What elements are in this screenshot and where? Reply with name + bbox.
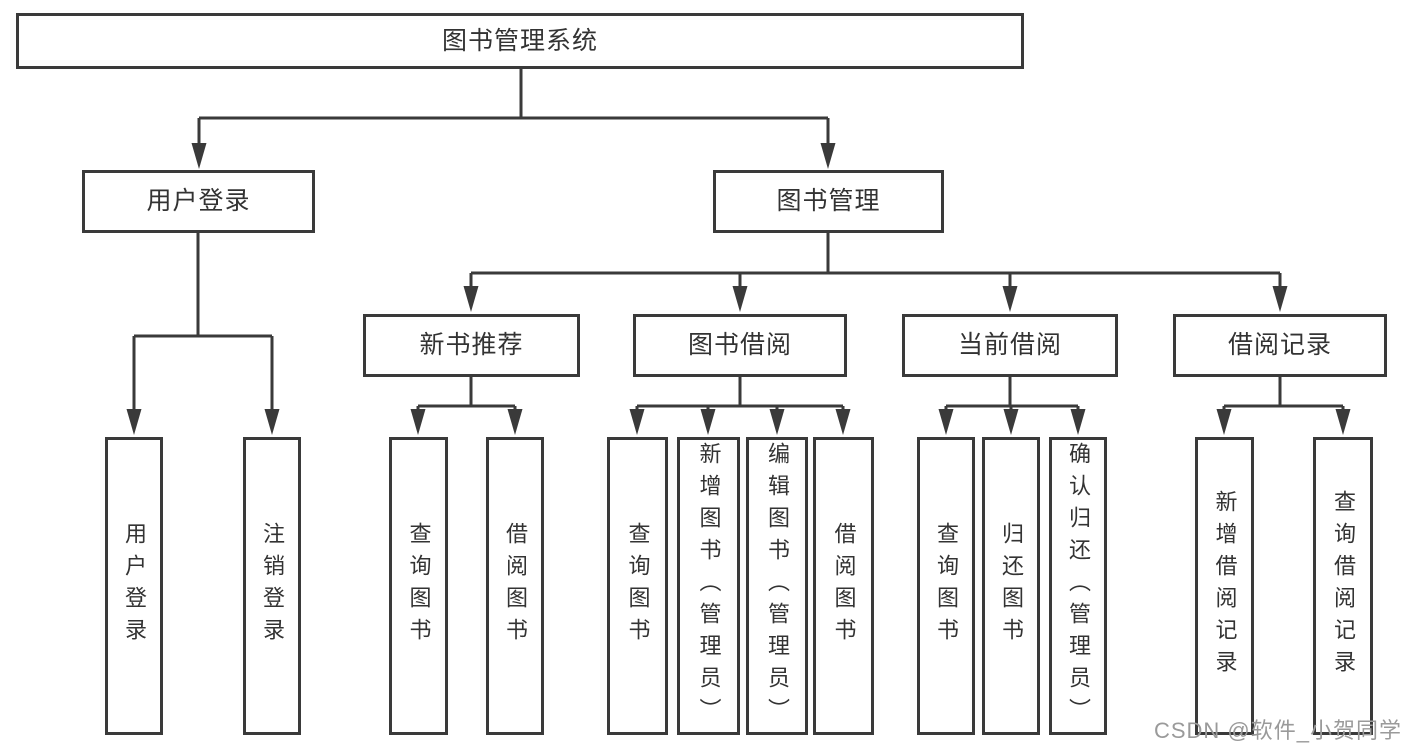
leaf-query-borrow-record: 查询借阅记录 [1313, 437, 1373, 735]
node-current-borrowing: 当前借阅 [902, 314, 1118, 377]
node-label: 编辑图书（管理员） [765, 442, 790, 730]
arrowhead [264, 409, 280, 435]
node-label: 当前借阅 [957, 331, 1062, 359]
arrowhead [126, 409, 142, 435]
arrowhead [700, 409, 716, 435]
node-borrowing-records: 借阅记录 [1173, 314, 1387, 377]
arrowhead [410, 409, 426, 435]
node-label: 图书借阅 [687, 331, 792, 359]
node-root-library-system: 图书管理系统 [16, 13, 1024, 69]
connector-records-to-leaves [1222, 377, 1345, 414]
arrowhead [629, 409, 645, 435]
node-user-login: 用户登录 [82, 170, 315, 233]
arrowhead [835, 409, 851, 435]
node-label: 归还图书 [999, 522, 1024, 650]
node-book-borrowing: 图书借阅 [633, 314, 847, 377]
leaf-borrow-books-recommend: 借阅图书 [486, 437, 544, 735]
node-label: 借阅图书 [503, 522, 528, 650]
connector-newbook-to-leaves [416, 377, 517, 414]
node-label: 查询借阅记录 [1331, 490, 1356, 682]
arrowhead [938, 409, 954, 435]
node-label: 借阅图书 [831, 522, 857, 650]
arrowhead [1002, 286, 1018, 312]
leaf-borrow-books: 借阅图书 [813, 437, 874, 735]
connector-login-to-leaves [132, 233, 274, 412]
node-label: 查询图书 [625, 522, 651, 650]
connector-current-to-leaves [944, 377, 1080, 414]
leaf-confirm-return-admin: 确认归还（管理员） [1049, 437, 1107, 735]
leaf-logout: 注销登录 [243, 437, 301, 735]
connector-root-to-level2 [197, 69, 830, 146]
node-label: 查询图书 [934, 522, 959, 650]
node-label: 用户登录 [146, 187, 251, 215]
leaf-add-borrow-record: 新增借阅记录 [1195, 437, 1254, 735]
leaf-add-books-admin: 新增图书（管理员） [677, 437, 740, 735]
leaf-edit-books-admin: 编辑图书（管理员） [746, 437, 808, 735]
node-label: 借阅记录 [1227, 331, 1332, 359]
node-label: 注销登录 [260, 522, 285, 650]
node-label: 确认归还（管理员） [1066, 442, 1091, 730]
arrowhead [1003, 409, 1019, 435]
csdn-watermark: CSDN @软件_小贺同学 [1153, 718, 1402, 743]
arrowhead [507, 409, 523, 435]
node-label: 新书推荐 [419, 331, 524, 359]
arrowhead [732, 286, 748, 312]
arrowhead [1272, 286, 1288, 312]
node-book-management: 图书管理 [713, 170, 944, 233]
node-label: 新增借阅记录 [1212, 490, 1238, 682]
leaf-query-books-current: 查询图书 [917, 437, 975, 735]
arrowhead [191, 143, 207, 169]
leaf-user-login: 用户登录 [105, 437, 163, 735]
node-label: 新增图书（管理员） [696, 442, 722, 730]
arrowheads [126, 143, 1351, 435]
connector-strokes [132, 69, 1345, 414]
node-new-book-recommend: 新书推荐 [363, 314, 580, 377]
arrowhead [463, 286, 479, 312]
leaf-return-books: 归还图书 [982, 437, 1040, 735]
arrowhead [820, 143, 836, 169]
arrowhead [769, 409, 785, 435]
node-label: 查询图书 [406, 522, 432, 650]
node-label: 图书管理 [776, 187, 881, 215]
connector-mgmt-to-level3 [469, 233, 1282, 288]
leaf-query-books-recommend: 查询图书 [389, 437, 448, 735]
arrowhead [1335, 409, 1351, 435]
node-label: 用户登录 [122, 522, 147, 650]
connector-borrow-to-leaves [635, 377, 845, 414]
arrowhead [1216, 409, 1232, 435]
node-label: 图书管理系统 [441, 26, 598, 55]
arrowhead [1070, 409, 1086, 435]
leaf-query-books-borrowing: 查询图书 [607, 437, 668, 735]
